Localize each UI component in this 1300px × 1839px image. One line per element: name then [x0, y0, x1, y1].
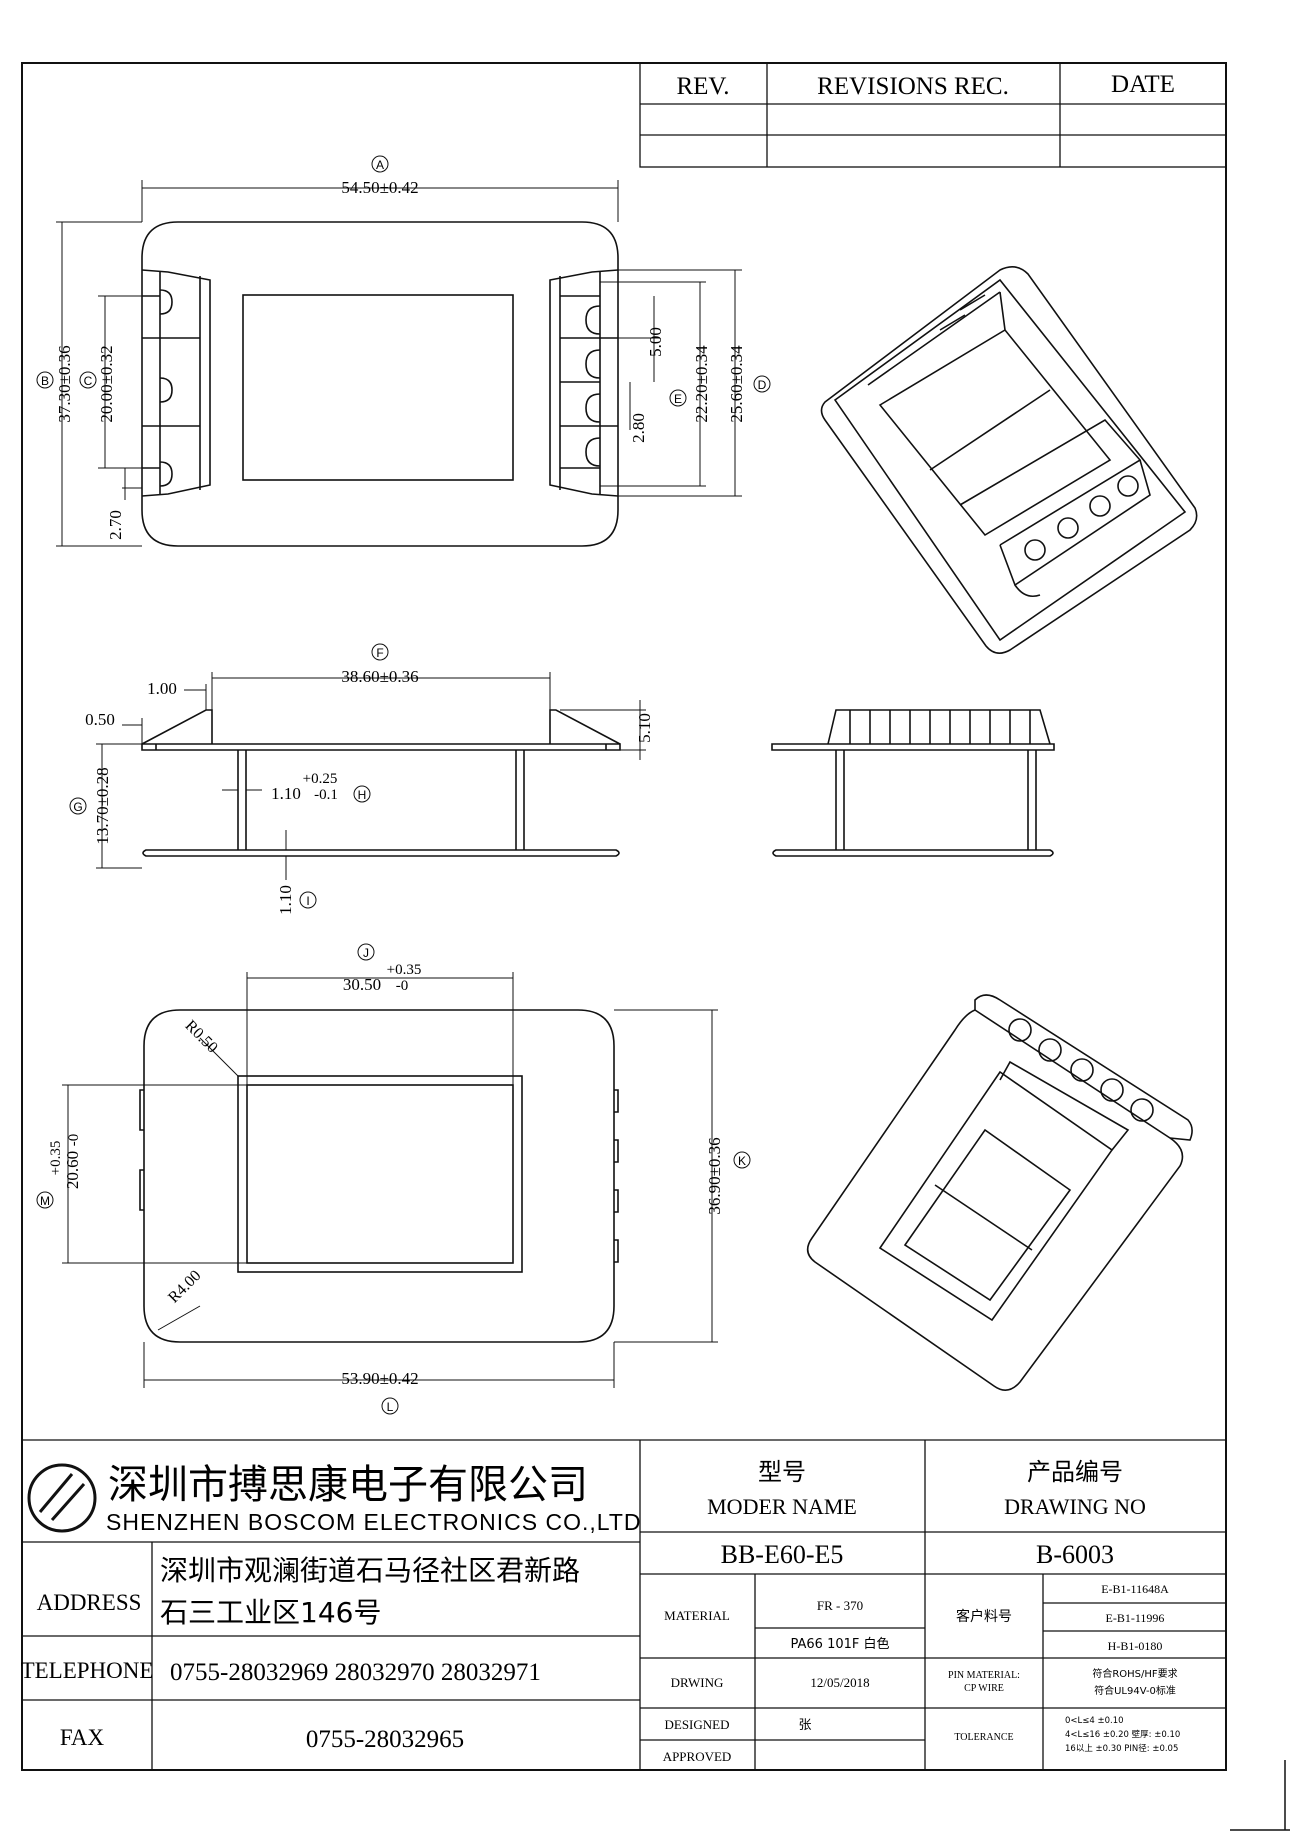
dim-C-marker: C — [84, 374, 93, 388]
fax-value: 0755-28032965 — [306, 1726, 464, 1753]
telephone-value: 0755-28032969 28032970 28032971 — [170, 1659, 541, 1686]
dimension-lines-view2 — [96, 672, 646, 880]
dim-L-value: 53.90±0.42 — [341, 1369, 418, 1388]
dim-E-marker: E — [674, 392, 682, 406]
pin-material-label-1: PIN MATERIAL: — [948, 1670, 1020, 1681]
model-value: BB-E60-E5 — [721, 1540, 844, 1569]
dim-radius-large: R4.00 — [165, 1267, 204, 1306]
dim-radius-small: R0.50 — [181, 1017, 220, 1056]
dim-pitch: 5.00 — [646, 327, 665, 357]
revisions-header: REVISIONS REC. — [817, 73, 1009, 100]
dim-L-marker: L — [387, 1400, 394, 1414]
dim-pin-gap: 2.80 — [629, 413, 648, 443]
address-line-1: 深圳市观澜街道石马径社区君新路 — [160, 1554, 580, 1587]
tolerance-line-2: 4<L≤16 ±0.20 壁厚: ±0.10 — [1065, 1729, 1180, 1740]
dim-flange-edge: 0.50 — [85, 710, 115, 729]
title-block-grid — [22, 1439, 1226, 1770]
fax-label: FAX — [60, 1725, 105, 1750]
drawing-label-en: DRAWING NO — [1004, 1494, 1146, 1519]
dim-J-tol-plus: +0.35 — [387, 962, 422, 978]
address-line-2: 石三工业区146号 — [160, 1596, 381, 1629]
dim-step: 1.00 — [147, 679, 177, 698]
side-view — [141, 709, 621, 857]
dim-A-value: 54.50±0.42 — [341, 178, 418, 197]
dim-H-value: 1.10 — [271, 784, 301, 803]
pin-material-1: 符合ROHS/HF要求 — [1092, 1667, 1177, 1680]
dim-pin-offset: 2.70 — [106, 510, 125, 540]
address-label: ADDRESS — [37, 1590, 142, 1615]
pin-material-2: 符合UL94V-0标准 — [1094, 1684, 1176, 1697]
isometric-view-bottom — [806, 994, 1193, 1391]
dim-M-value: 20.60 — [63, 1151, 82, 1189]
dim-flange-height: 5.10 — [635, 713, 654, 743]
dimension-lines-view3 — [62, 972, 718, 1388]
tolerance-label: TOLERANCE — [954, 1732, 1013, 1743]
dim-M-tol-minus: -0 — [66, 1134, 82, 1147]
dim-D-value: 25.60±0.34 — [727, 345, 746, 423]
customer-code-1: E-B1-11648A — [1101, 1582, 1169, 1596]
customer-code-3: H-B1-0180 — [1108, 1639, 1163, 1653]
dim-B-value: 37.30±0.36 — [55, 345, 74, 422]
designed-by: 张 — [798, 1718, 811, 1733]
customer-code-2: E-B1-11996 — [1106, 1611, 1165, 1625]
bottom-view — [139, 1009, 619, 1343]
dim-J-value: 30.50 — [343, 975, 381, 994]
dim-C-value: 20.00±0.32 — [97, 345, 116, 422]
dim-H-tol-minus: -0.1 — [314, 787, 338, 803]
tolerance-line-1: 0<L≤4 ±0.10 — [1065, 1716, 1124, 1726]
dim-F-value: 38.60±0.36 — [341, 667, 418, 686]
dim-K-value: 36.90±0.36 — [705, 1137, 724, 1214]
material-value-1: FR - 370 — [817, 1598, 863, 1613]
drwing-label: DRWING — [671, 1675, 724, 1690]
drawing-number-value: B-6003 — [1036, 1540, 1114, 1569]
dim-G-marker: G — [73, 800, 82, 814]
date-header: DATE — [1111, 71, 1175, 98]
dim-K-marker: K — [738, 1154, 746, 1168]
material-value-2: PA66 101F 白色 — [791, 1636, 890, 1652]
model-label-cn: 型号 — [758, 1458, 806, 1486]
drwing-date: 12/05/2018 — [810, 1675, 869, 1690]
dim-A-marker: A — [376, 158, 384, 172]
material-label: MATERIAL — [664, 1608, 730, 1623]
dim-E-value: 22.20±0.34 — [692, 345, 711, 423]
front-view — [771, 709, 1055, 857]
company-name-cn: 深圳市搏思康电子有限公司 — [108, 1462, 588, 1508]
rev-header: REV. — [676, 73, 729, 100]
dim-J-marker: J — [363, 946, 369, 960]
company-name-en: SHENZHEN BOSCOM ELECTRONICS CO.,LTD — [106, 1509, 642, 1535]
top-view — [141, 221, 619, 547]
dim-H-tol-plus: +0.25 — [303, 771, 338, 787]
dim-D-marker: D — [758, 378, 767, 392]
dim-M-marker: M — [40, 1194, 50, 1208]
corner-marks — [1230, 1760, 1290, 1831]
dim-I-marker: I — [306, 894, 309, 908]
dim-F-marker: F — [376, 646, 383, 660]
revision-table — [639, 62, 1227, 168]
customer-code-label: 客户料号 — [956, 1608, 1012, 1625]
approved-label: APPROVED — [663, 1749, 732, 1764]
dim-B-marker: B — [41, 374, 49, 388]
dim-J-tol-minus: -0 — [396, 978, 409, 994]
drawing-frame — [21, 62, 1227, 1771]
dim-M-tol-plus: +0.35 — [48, 1141, 64, 1176]
drawing-label-cn: 产品编号 — [1027, 1458, 1123, 1486]
dimension-lines-view1 — [56, 180, 742, 547]
tolerance-line-3: 16以上 ±0.30 PIN径: ±0.05 — [1065, 1743, 1178, 1754]
dim-G-value: 13.70±0.28 — [93, 767, 112, 844]
dim-I-value: 1.10 — [276, 885, 295, 915]
model-label-en: MODER NAME — [707, 1494, 857, 1519]
company-logo-icon — [27, 1463, 97, 1533]
designed-label: DESIGNED — [665, 1717, 730, 1732]
isometric-view-top — [820, 266, 1198, 654]
dim-H-marker: H — [358, 788, 367, 802]
pin-material-label-2: CP WIRE — [964, 1683, 1004, 1694]
telephone-label: TELEPHONE — [21, 1658, 154, 1683]
